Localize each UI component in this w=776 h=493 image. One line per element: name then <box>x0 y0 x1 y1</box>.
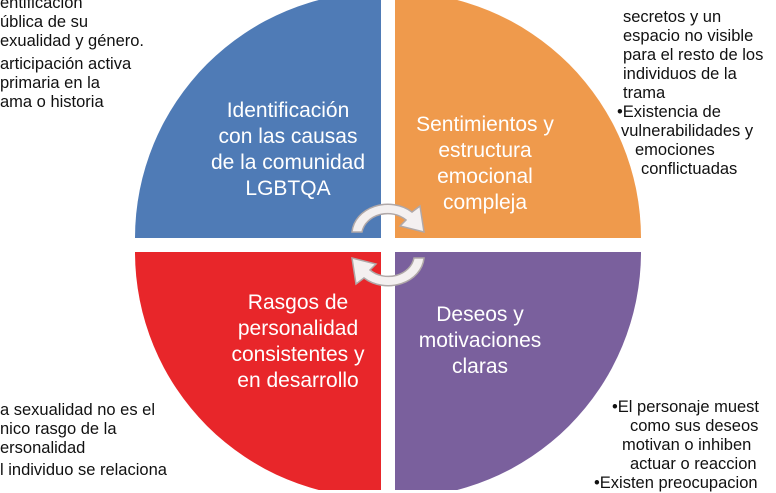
quadrant-top-left <box>135 0 381 238</box>
quadrant-label-personality: Rasgos de personalidad consistentes y en… <box>231 291 365 392</box>
quadrant-label-desires: Deseos y motivaciones claras <box>418 303 542 378</box>
quadrant-top-right <box>395 0 641 238</box>
quadrant-label-identification: Identificación con las causas de la comu… <box>210 99 366 200</box>
cycle-arrows-icon <box>351 203 425 287</box>
quadrant-label-feelings: Sentimientos y estructura emocional comp… <box>416 113 554 214</box>
quadrant-bottom-right <box>395 252 641 490</box>
quadrant-bottom-left <box>135 252 381 490</box>
